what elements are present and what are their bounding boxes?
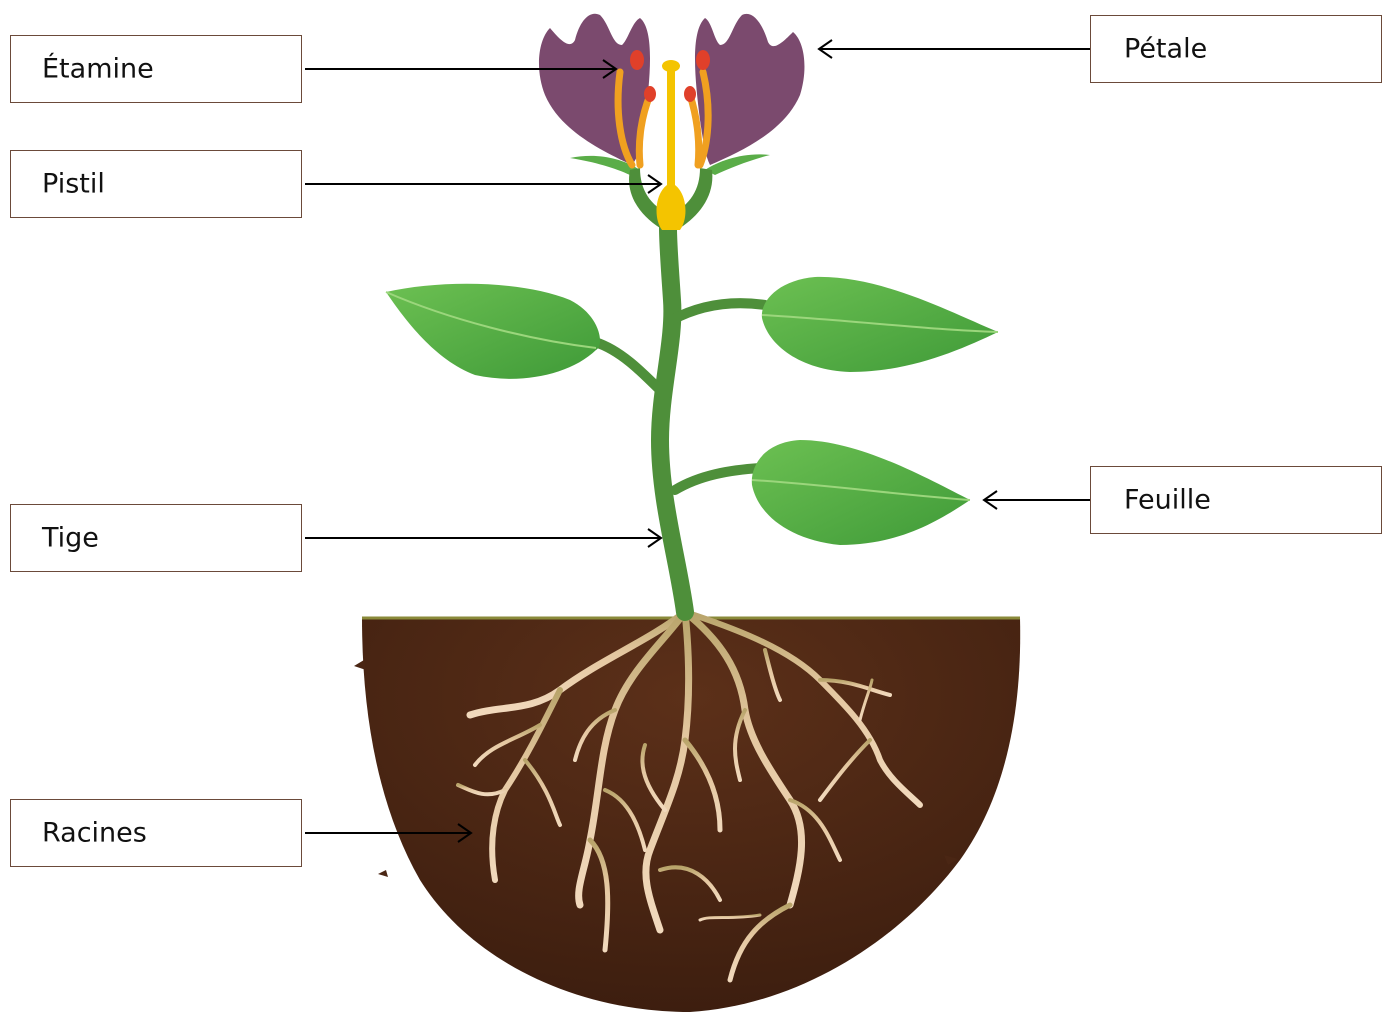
petal-right [695,14,804,165]
arrow-feuille [984,491,1090,509]
label-etamine: Étamine [42,54,154,85]
label-box-etamine: Étamine [10,35,302,103]
label-racines: Racines [42,818,147,849]
label-box-feuille: Feuille [1090,466,1382,534]
leaves [386,277,998,545]
label-petale: Pétale [1124,34,1207,65]
label-tige: Tige [42,523,99,554]
label-feuille: Feuille [1124,485,1211,516]
flower [539,14,804,230]
petal-left [539,14,650,165]
stem [595,228,765,612]
arrow-pistil [305,175,661,193]
arrow-tige [305,529,661,547]
label-box-pistil: Pistil [10,150,302,218]
label-box-tige: Tige [10,504,302,572]
label-box-racines: Racines [10,799,302,867]
label-pistil: Pistil [42,169,105,200]
label-box-petale: Pétale [1090,15,1382,83]
arrow-petale [819,40,1090,58]
